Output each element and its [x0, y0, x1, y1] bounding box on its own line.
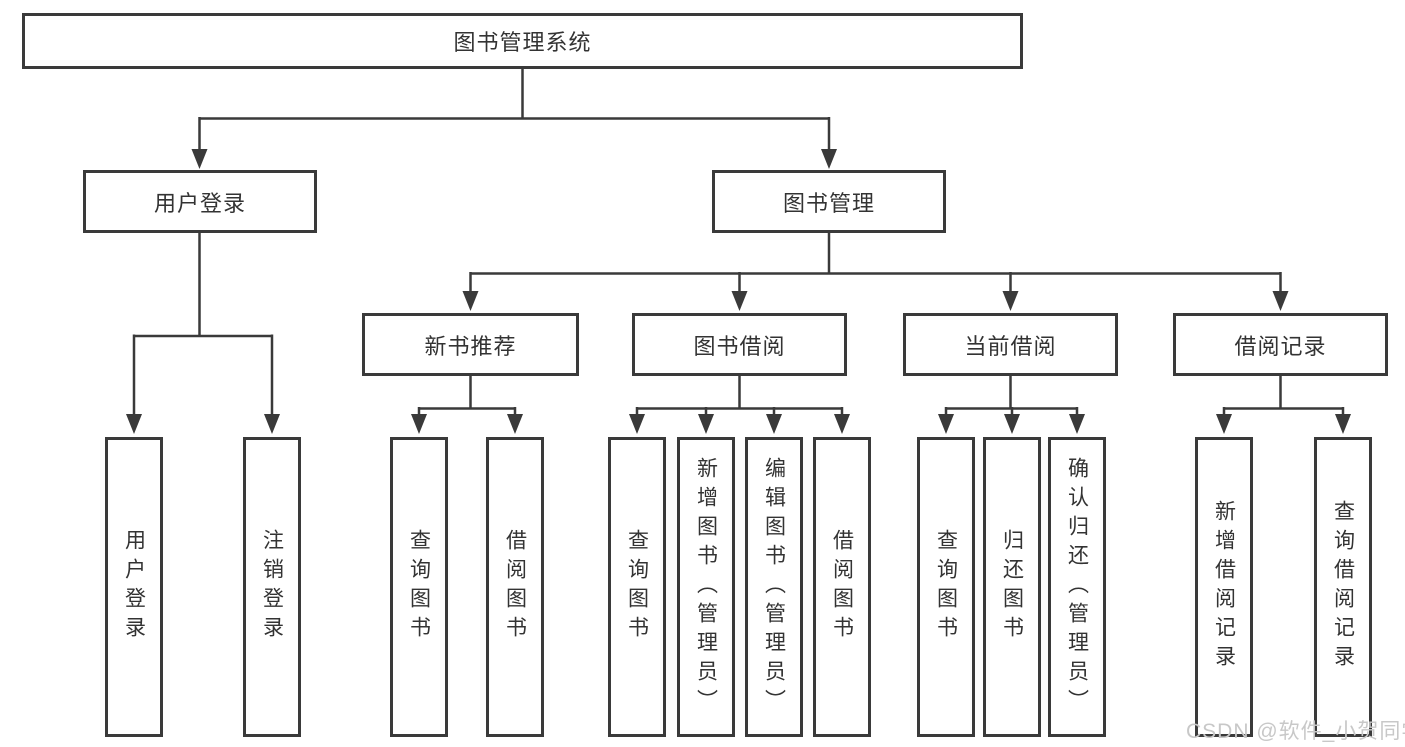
- arrowhead: [629, 414, 645, 434]
- leaf-borrow-books-borrow: 借阅图书: [813, 437, 871, 737]
- leaf-confirm-return-admin: 确认归还（管理员）: [1048, 437, 1106, 737]
- node-borrow-records: 借阅记录: [1173, 313, 1388, 376]
- leaf-add-book-admin-label: 新增图书（管理员）: [694, 456, 718, 718]
- leaf-query-books-current-label: 查询图书: [934, 529, 958, 645]
- arrowhead: [264, 414, 280, 434]
- node-book-borrow: 图书借阅: [632, 313, 847, 376]
- edge-book-borrow-children: [635, 376, 844, 418]
- arrowhead: [938, 414, 954, 434]
- leaf-borrow-books-recommend: 借阅图书: [486, 437, 544, 737]
- node-book-management-label: 图书管理: [782, 190, 875, 216]
- leaf-edit-book-admin-label: 编辑图书（管理员）: [762, 456, 786, 718]
- leaf-query-books-current: 查询图书: [917, 437, 975, 737]
- edge-root-to-level2: [198, 69, 831, 152]
- leaf-add-borrow-record: 新增借阅记录: [1195, 437, 1253, 737]
- leaf-query-borrow-record-label: 查询借阅记录: [1331, 500, 1355, 674]
- arrowhead: [766, 414, 782, 434]
- arrowhead: [411, 414, 427, 434]
- leaf-edit-book-admin: 编辑图书（管理员）: [745, 437, 803, 737]
- node-library-system-label: 图书管理系统: [453, 30, 592, 55]
- arrowhead: [834, 414, 850, 434]
- leaf-logout: 注销登录: [243, 437, 301, 737]
- arrowhead: [126, 414, 142, 434]
- arrowhead: [821, 149, 837, 169]
- leaf-return-book-label: 归还图书: [1000, 529, 1024, 645]
- leaf-borrow-books-borrow-label: 借阅图书: [830, 529, 854, 645]
- node-library-system: 图书管理系统: [22, 13, 1023, 69]
- leaf-logout-label: 注销登录: [260, 529, 284, 645]
- node-user-login: 用户登录: [83, 170, 317, 233]
- arrowhead: [1069, 414, 1085, 434]
- leaf-user-login: 用户登录: [105, 437, 163, 737]
- node-new-book-recommend-label: 新书推荐: [424, 333, 517, 359]
- node-current-borrow: 当前借阅: [903, 313, 1118, 376]
- arrowhead: [462, 291, 479, 311]
- leaf-query-borrow-record: 查询借阅记录: [1314, 437, 1372, 737]
- arrowhead: [191, 149, 208, 169]
- leaf-query-books-recommend: 查询图书: [390, 437, 448, 737]
- leaf-query-books-borrow: 查询图书: [608, 437, 666, 737]
- node-user-login-label: 用户登录: [153, 190, 246, 216]
- csdn-watermark: CSDN @软件_小贺同学: [1186, 720, 1405, 743]
- node-new-book-recommend: 新书推荐: [362, 313, 579, 376]
- edge-new-book-recommend-children: [417, 376, 517, 418]
- edge-book-management-children: [469, 233, 1282, 294]
- edge-borrow-records-children: [1222, 376, 1345, 418]
- node-current-borrow-label: 当前借阅: [964, 333, 1057, 359]
- node-borrow-records-label: 借阅记录: [1234, 333, 1327, 359]
- leaf-borrow-books-recommend-label: 借阅图书: [503, 529, 527, 645]
- edge-user-login-children: [132, 233, 274, 416]
- arrowhead: [1002, 291, 1019, 311]
- node-book-management: 图书管理: [712, 170, 946, 233]
- arrowhead: [507, 414, 523, 434]
- node-book-borrow-label: 图书借阅: [693, 333, 786, 359]
- leaf-user-login-label: 用户登录: [122, 529, 146, 645]
- arrowhead: [731, 291, 748, 311]
- arrowhead: [1335, 414, 1351, 434]
- edge-current-borrow-children: [944, 376, 1079, 418]
- arrowhead: [1216, 414, 1232, 434]
- arrowhead: [1004, 414, 1020, 434]
- leaf-query-books-borrow-label: 查询图书: [625, 529, 649, 645]
- leaf-return-book: 归还图书: [983, 437, 1041, 737]
- arrowheads: [126, 149, 1351, 434]
- leaf-add-borrow-record-label: 新增借阅记录: [1212, 500, 1236, 674]
- arrowhead: [698, 414, 714, 434]
- leaf-confirm-return-admin-label: 确认归还（管理员）: [1065, 456, 1089, 718]
- arrowhead: [1272, 291, 1289, 311]
- leaf-query-books-recommend-label: 查询图书: [407, 529, 431, 645]
- leaf-add-book-admin: 新增图书（管理员）: [677, 437, 735, 737]
